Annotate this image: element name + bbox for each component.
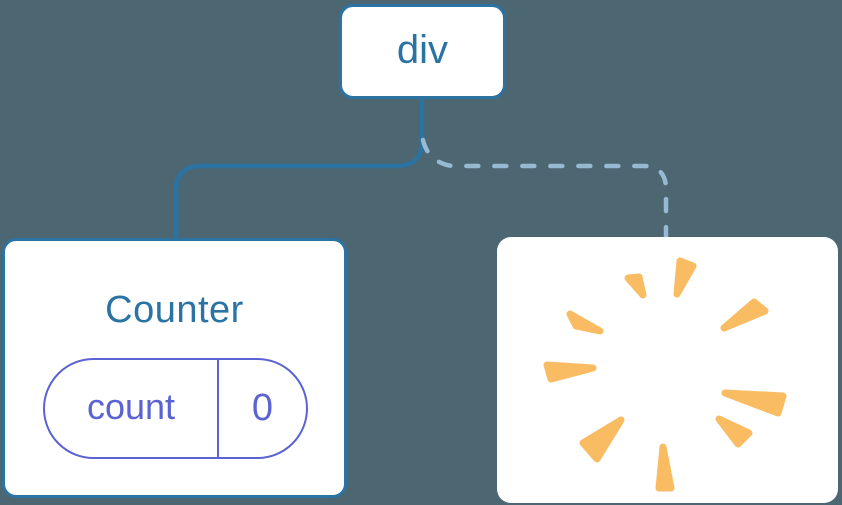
node-counter: Counter count 0: [2, 238, 347, 498]
state-pill: count 0: [43, 358, 308, 459]
state-value-cell: 0: [219, 360, 306, 457]
state-key-cell: count: [45, 360, 219, 457]
node-div-label: div: [396, 27, 449, 72]
poof-icon: [543, 257, 787, 492]
counter-title: Counter: [105, 289, 244, 331]
node-removed: [497, 237, 838, 503]
node-div: div: [339, 4, 506, 99]
edge-div-to-removed: [420, 137, 669, 242]
state-value-label: 0: [251, 386, 274, 429]
state-key-label: count: [86, 385, 176, 427]
edge-div-to-counter: [173, 98, 425, 240]
